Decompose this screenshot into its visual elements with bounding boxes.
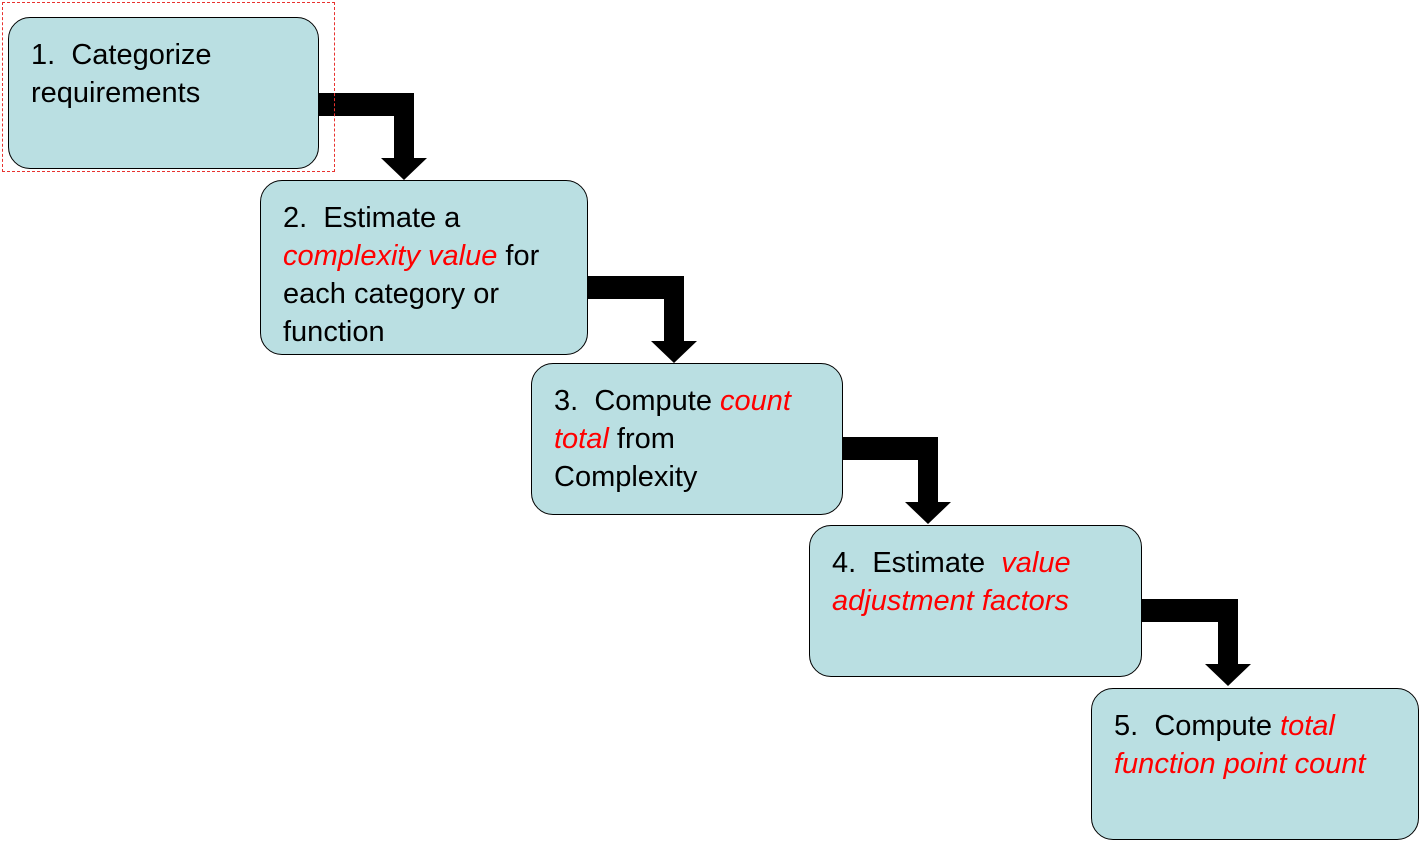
step-1-text: Categorize requirements — [31, 39, 212, 109]
step-4-box[interactable]: 4. Estimate value adjustment factors — [809, 525, 1142, 677]
step-4-number: 4. — [832, 547, 857, 579]
step-4-text-lead: Estimate — [872, 547, 1002, 579]
step-3-emphasis: count total — [554, 385, 791, 455]
step-2-text-tail: for each category or function — [283, 240, 540, 348]
step-5-emphasis: total function point count — [1114, 710, 1366, 780]
step-2-text-lead: Estimate a — [323, 202, 461, 234]
step-2-number: 2. — [283, 202, 308, 234]
step-3-text-lead: Compute — [594, 385, 721, 417]
step-3-text-tail: from Complexity — [554, 423, 698, 493]
step-5-box[interactable]: 5. Compute total function point count — [1091, 688, 1419, 840]
arrow-step4-to-step5 — [1142, 599, 1251, 686]
step-1-box[interactable]: 1. Categorize requirements — [8, 17, 319, 169]
arrow-step1-to-step2 — [319, 93, 427, 180]
step-2-emphasis: complexity value — [283, 240, 498, 272]
step-1-number: 1. — [31, 39, 56, 71]
step-3-number: 3. — [554, 385, 579, 417]
step-2-box[interactable]: 2. Estimate a complexity value for each … — [260, 180, 588, 355]
arrow-step3-to-step4 — [843, 437, 951, 524]
step-5-number: 5. — [1114, 710, 1139, 742]
step-5-text-lead: Compute — [1154, 710, 1281, 742]
arrow-step2-to-step3 — [588, 276, 697, 363]
step-3-box[interactable]: 3. Compute count total from Complexity — [531, 363, 843, 515]
selection-outline — [2, 2, 335, 172]
step-4-emphasis: value adjustment factors — [832, 547, 1071, 617]
